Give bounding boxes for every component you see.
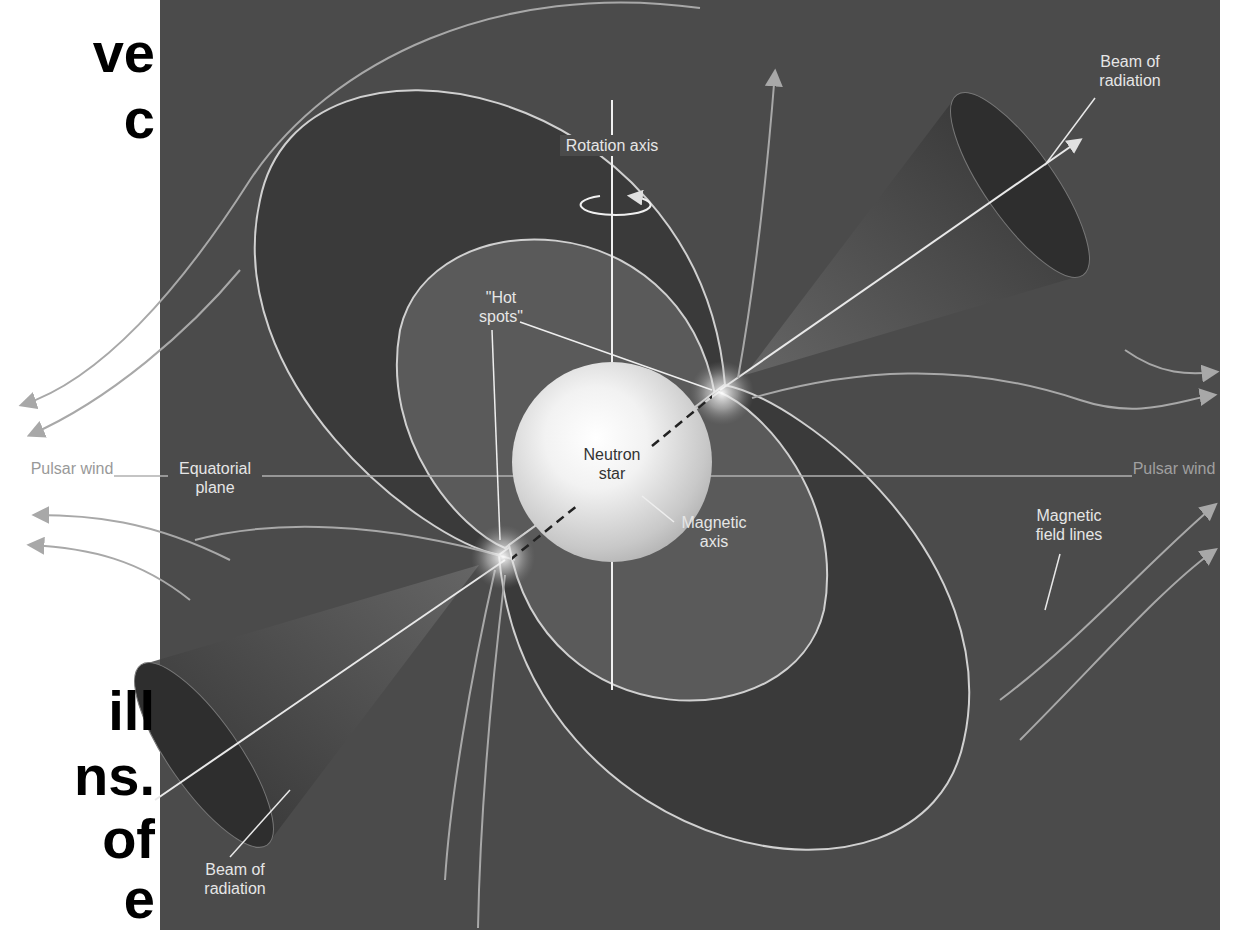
cropped-slide-text: e <box>0 868 155 930</box>
beam-label: Beam of radiation <box>1078 52 1182 90</box>
beam-label: Beam of radiation <box>186 860 284 898</box>
cropped-slide-text: of <box>0 808 155 870</box>
rotation-axis-label: Rotation axis <box>560 135 664 156</box>
cropped-slide-text: c <box>0 88 155 150</box>
cropped-slide-text: ve <box>0 22 155 84</box>
neutron-star: Neutron star <box>512 362 712 562</box>
cropped-slide-text: ns. <box>0 745 155 807</box>
star-label: Neutron star <box>576 445 648 483</box>
background-panel <box>160 0 1220 930</box>
pulsar-wind-label: Pulsar wind <box>1132 458 1216 479</box>
hot-spots-label: "Hot spots" <box>466 288 536 326</box>
field-lines-label: Magnetic field lines <box>1024 506 1114 544</box>
cropped-slide-text: ill <box>0 680 155 742</box>
magnetic-axis-label: Magnetic axis <box>672 513 756 551</box>
pulsar-wind-label: Pulsar wind <box>30 458 114 479</box>
equatorial-plane-label: Equatorial plane <box>168 458 262 498</box>
